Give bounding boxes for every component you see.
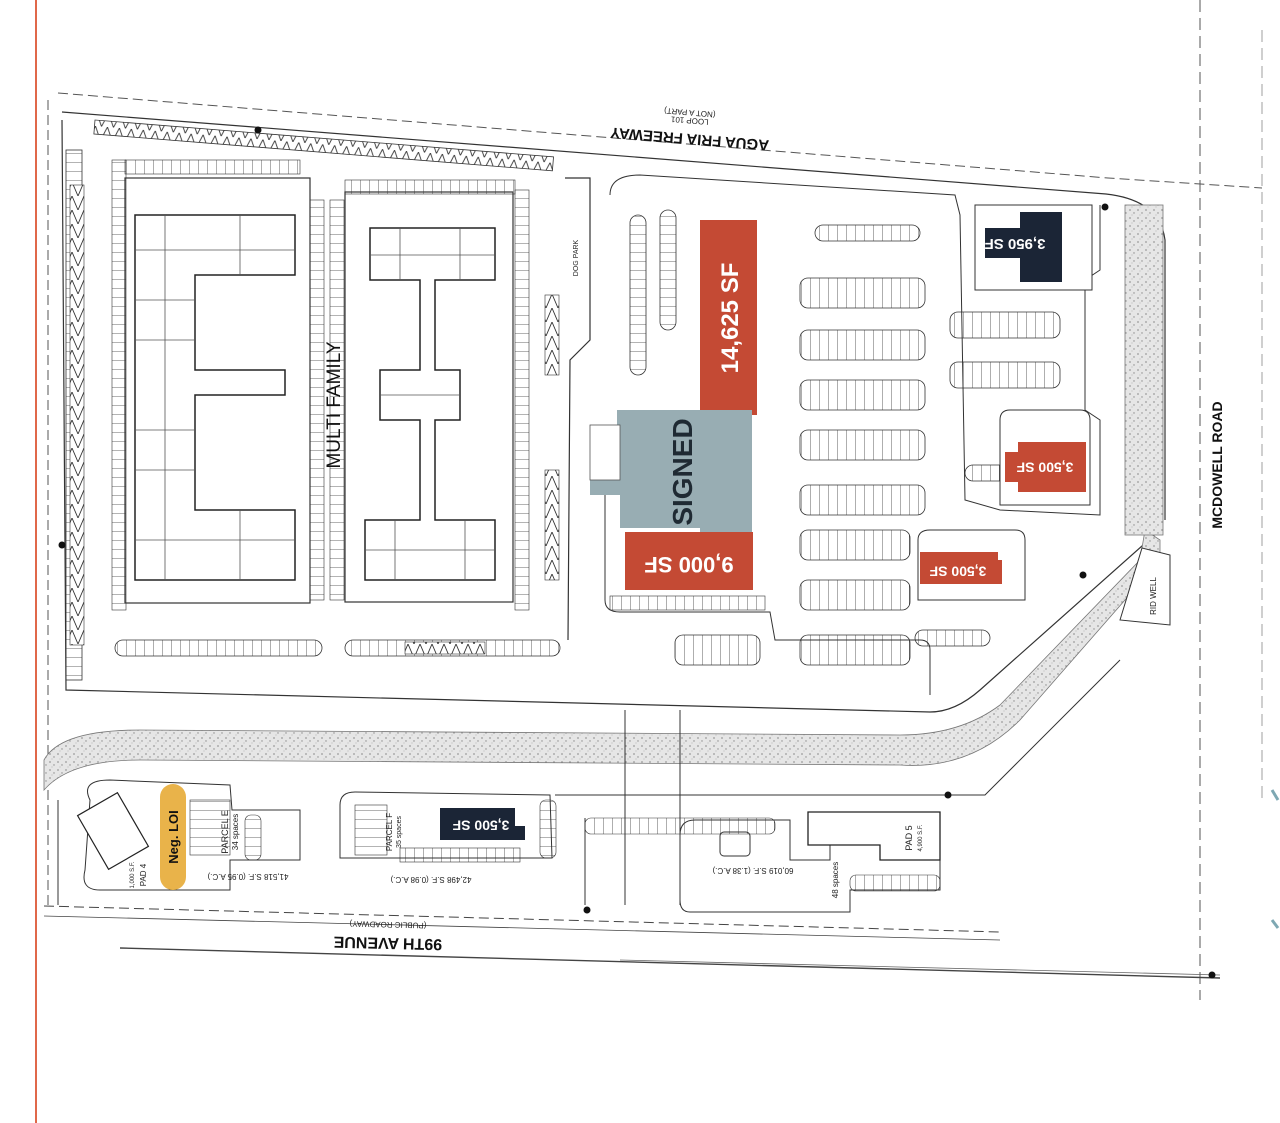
inline-suite-label: 9,000 SF [644, 552, 733, 577]
rid-well-structure [1119, 547, 1171, 626]
north-stall-strip [93, 119, 554, 172]
rid-well-label: RID WELL [1149, 577, 1158, 615]
south-road-line-1 [43, 905, 1001, 933]
pad-east-suite-3500[interactable]: 3,500 SF [1005, 442, 1086, 492]
anchor-suite-14625[interactable]: 14,625 SF [700, 220, 757, 415]
pad4-sf: 1,000 S.F. [130, 861, 136, 888]
site-outline [61, 119, 1161, 713]
right-edge-arrows [1270, 789, 1280, 929]
parcel-f-title: PARCEL F [385, 813, 394, 851]
multifamily-block-west [111, 159, 325, 611]
south-road-line-3 [119, 947, 1221, 979]
mf-west-stall-strip [69, 184, 85, 646]
parcel-e-title: PARCEL E [220, 810, 230, 854]
signed-suite-label: SIGNED [667, 418, 698, 525]
south-road-line-2 [43, 915, 1001, 941]
multifamily-label: MULTI FAMILY [324, 341, 345, 468]
freeway-note: (NOT A PART) [663, 106, 715, 119]
signed-suite[interactable]: SIGNED [589, 410, 752, 535]
parcel-f-spaces: 35 spaces [396, 816, 403, 848]
freeway-name: AGUA FRIA FREEWAY [610, 124, 770, 154]
pad5-title: PAD 5 [904, 825, 914, 850]
pad-east-suite-label: 3,500 SF [1016, 459, 1073, 475]
freeway-sub: LOOP 101 [670, 114, 709, 126]
mf-south-parking-3 [404, 641, 486, 655]
south-access-drive [57, 659, 1121, 905]
pad-mid-suite-3500[interactable]: 3,500 SF [920, 552, 1002, 584]
survey-points [58, 126, 1216, 979]
inline-suite-9000[interactable]: 9,000 SF [625, 532, 753, 590]
dog-park-path [565, 177, 591, 641]
anchor-suite-label: 14,625 SF [717, 263, 744, 374]
pad-south-suite-3500[interactable]: 3,500 SF [440, 808, 525, 840]
avenue-name: 99TH AVENUE [333, 933, 442, 953]
retail-lot-outline [609, 174, 1101, 516]
north-property-line [57, 92, 1263, 189]
dog-park-label: DOG PARK [573, 239, 580, 276]
pad-ne-suite-3950[interactable]: 3,950 SF [985, 212, 1062, 282]
parcel-f-area: 42,498 S.F. (0.98 A.C.) [390, 875, 471, 884]
south-road-line-4 [619, 959, 1221, 976]
mf-east-stall-strip-2 [544, 469, 560, 581]
south-parcels [76, 779, 941, 913]
retail-parking-rows [609, 209, 1061, 666]
parcel-e-spaces: 34 spaces [231, 814, 240, 850]
loi-pad-label: Neg. LOI [166, 810, 181, 863]
pad-south-suite-label: 3,500 SF [452, 817, 509, 833]
pad-mid-suite-label: 3,500 SF [929, 563, 986, 579]
mcdowell-road: MCDOWELL ROAD [1209, 401, 1225, 528]
multifamily-block-east [329, 179, 530, 611]
parcel-e-area: 41,518 S.F. (0.95 A.C.) [207, 872, 288, 881]
avenue-sub: (PUBLIC ROADWAY) [349, 919, 426, 930]
pad5-sf: 4,900 S.F. [918, 824, 924, 851]
landscape-buffer-south [43, 529, 1161, 792]
mf-south-parking-1 [114, 639, 323, 657]
mf-east-stall-strip-1 [544, 294, 560, 376]
center-parcel-spaces: 48 spaces [831, 862, 840, 898]
pad-ne-suite-label: 3,950 SF [985, 235, 1046, 252]
pad4-title: PAD 4 [139, 863, 148, 886]
loi-pad[interactable]: Neg. LOI [160, 784, 186, 890]
center-parcel-area: 60,019 S.F. (1.38 A.C.) [712, 866, 793, 875]
landscape-buffer-east [1124, 204, 1164, 536]
